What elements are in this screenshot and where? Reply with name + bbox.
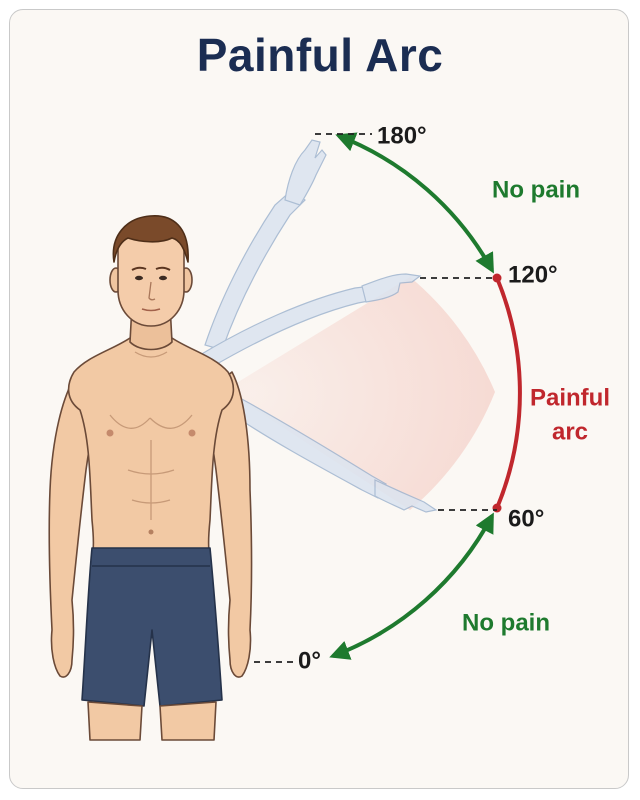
left-nipple xyxy=(106,429,114,437)
shorts xyxy=(81,547,223,707)
painful-label-line1: Painful xyxy=(530,384,610,411)
ghost-arms xyxy=(199,139,438,513)
person-figure xyxy=(48,215,253,741)
marker-60 xyxy=(492,503,502,513)
navel xyxy=(148,529,154,535)
angle-label-60: 60° xyxy=(508,505,544,532)
eyebrows xyxy=(131,266,171,271)
left-eye xyxy=(135,275,143,281)
no-pain-label-top: No pain xyxy=(492,176,580,203)
mouth xyxy=(141,308,161,312)
right-leg xyxy=(159,701,217,741)
painful-label-line2: arc xyxy=(552,418,588,445)
ghost-arm-180 xyxy=(204,139,327,351)
ghost-arm-120 xyxy=(199,273,422,369)
right-arm xyxy=(199,371,253,678)
angle-label-0: 0° xyxy=(298,647,321,674)
left-leg xyxy=(87,701,143,741)
no-pain-arc-upper xyxy=(335,132,494,274)
angle-label-120: 120° xyxy=(508,261,558,288)
no-pain-label-bottom: No pain xyxy=(462,609,550,636)
painful-sector-fill xyxy=(225,277,495,510)
left-arm xyxy=(48,371,105,678)
ghost-arm-60 xyxy=(231,397,438,513)
hair xyxy=(112,215,189,263)
right-eye xyxy=(159,275,167,281)
angle-label-180: 180° xyxy=(377,122,427,149)
nose xyxy=(148,281,156,301)
right-nipple xyxy=(188,429,196,437)
page-title: Painful Arc xyxy=(196,29,444,81)
marker-120 xyxy=(492,273,502,283)
painful-arc-curve xyxy=(495,277,522,509)
leader-lines xyxy=(254,133,497,663)
no-pain-arc-lower xyxy=(329,512,494,660)
chest-lines xyxy=(109,351,193,520)
